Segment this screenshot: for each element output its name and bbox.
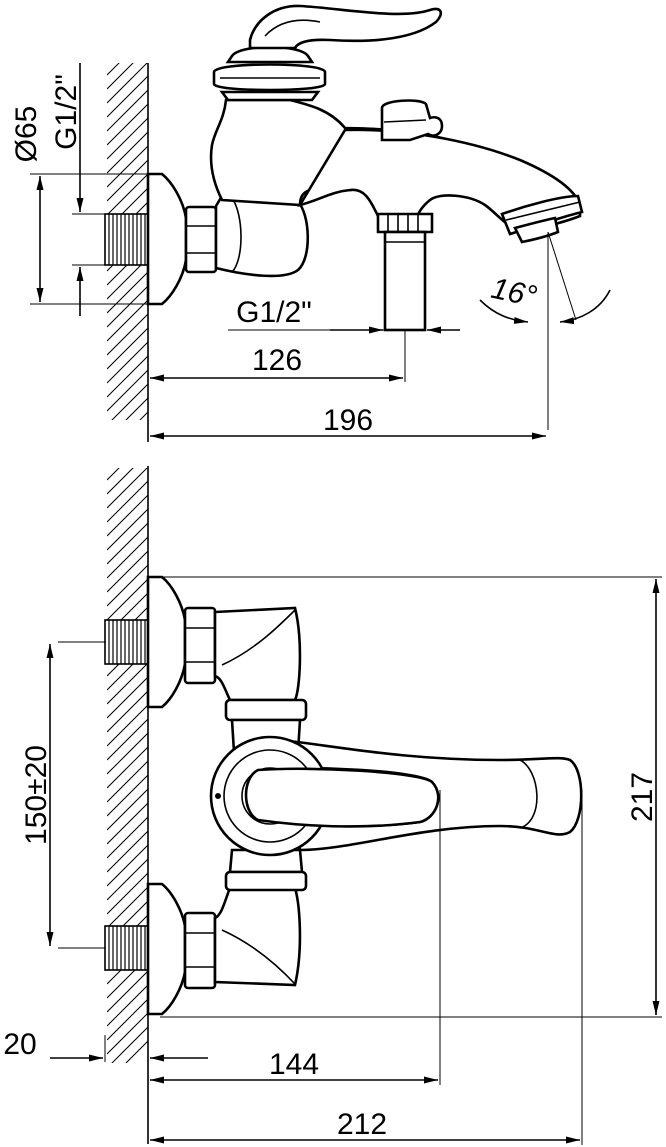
inlet-thread-upper — [104, 619, 149, 665]
handle-collar-top — [212, 45, 327, 102]
angle-label: 16° — [488, 272, 539, 314]
top-view: Ø65 G1/2" G1/2" 126 196 16° — [10, 4, 611, 442]
elbow-lower — [213, 886, 302, 987]
diameter-label: Ø65 — [10, 106, 43, 163]
dim-126-label: 126 — [252, 344, 302, 377]
escutcheon-upper — [146, 575, 187, 709]
dim-150: 150±20 — [20, 644, 54, 946]
shower-outlet-top — [376, 212, 434, 332]
wall-hatching-bottom — [107, 468, 148, 1063]
dim-196: 196 — [150, 404, 546, 440]
dim-212-label: 212 — [337, 1108, 387, 1141]
dim-150-label: 150±20 — [20, 745, 53, 845]
escutcheon-lower — [146, 882, 187, 1016]
hex-nut-upper — [183, 606, 217, 685]
thread-connection-label: G1/2" — [236, 296, 312, 329]
elbow-upper — [213, 606, 302, 702]
dim-217: 217 — [626, 579, 660, 1015]
dim-144-label: 144 — [269, 1048, 319, 1081]
lever-handle-top — [248, 4, 443, 50]
dim-20: 20 — [3, 1028, 208, 1062]
handle-hub — [209, 735, 440, 857]
hex-nut-top — [184, 205, 218, 274]
thread-vertical-label: G1/2" — [50, 74, 83, 150]
dim-thread-vertical: G1/2" — [50, 63, 106, 316]
spout-top — [297, 128, 582, 234]
dim-196-label: 196 — [323, 404, 373, 437]
dim-217-label: 217 — [626, 772, 659, 822]
dim-212: 212 — [150, 1108, 580, 1144]
escutcheon-top — [146, 172, 188, 306]
dim-diameter: Ø65 — [10, 106, 150, 305]
angle-indicator — [479, 231, 611, 430]
dim-126: 126 — [150, 330, 406, 382]
bottom-view: 217 150±20 20 144 212 — [3, 466, 662, 1145]
aerator-top — [500, 194, 584, 244]
dim-144: 144 — [150, 1048, 438, 1084]
dim-20-label: 20 — [3, 1028, 36, 1061]
inlet-thread-top — [104, 213, 149, 266]
hex-nut-lower — [183, 911, 217, 990]
inlet-thread-lower — [104, 925, 149, 971]
diverter-knob-top — [380, 99, 444, 142]
dim-thread-connection: G1/2" — [228, 296, 460, 334]
